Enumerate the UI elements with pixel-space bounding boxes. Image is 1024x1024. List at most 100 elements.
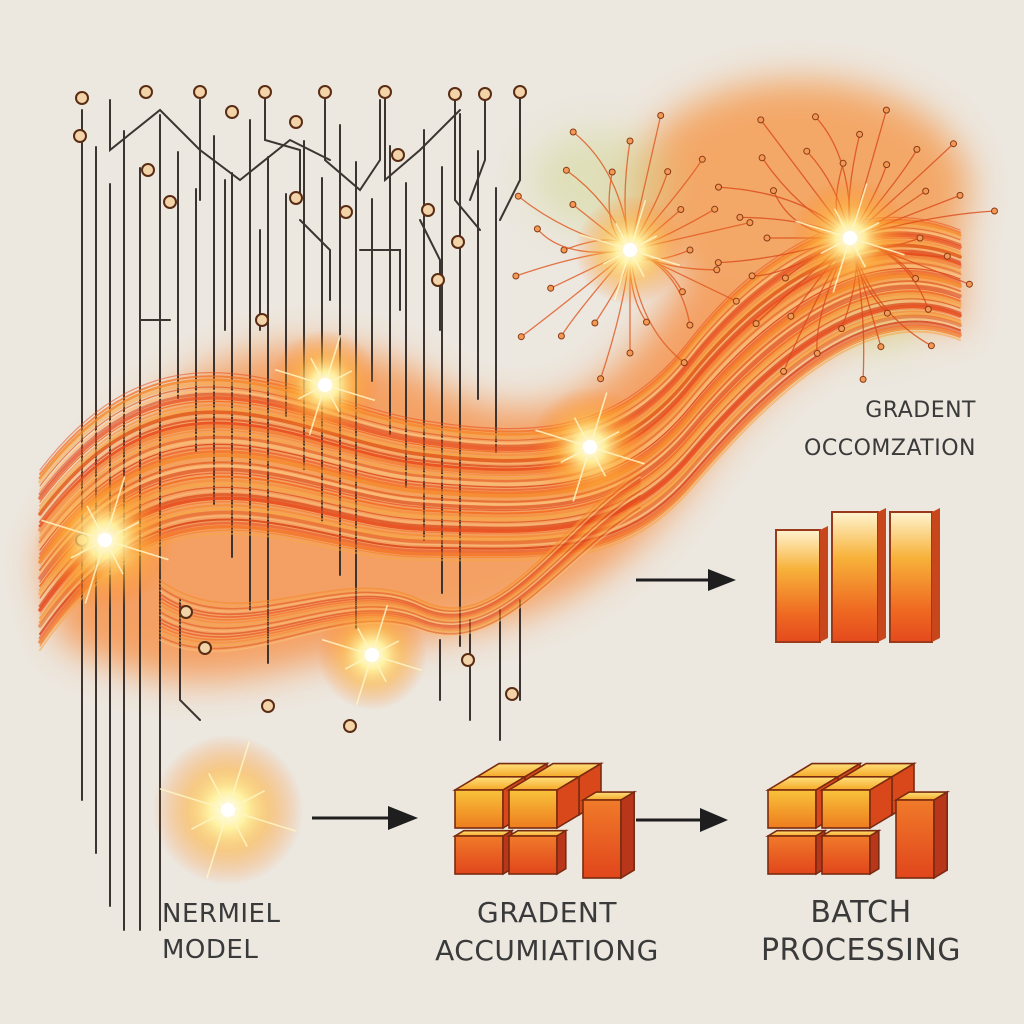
circuit-node (478, 87, 492, 101)
glow-ray (589, 392, 608, 448)
flow-strand (39, 290, 961, 587)
flow-strand-lower (159, 483, 641, 621)
circuit-node (289, 191, 303, 205)
flow-strand-lower (159, 480, 641, 618)
label-batch-processing: BATCH PROCESSING (754, 894, 968, 970)
burst-node (686, 321, 694, 329)
burst-node (608, 168, 616, 176)
flow-strand (39, 278, 961, 567)
flow-strand (38, 304, 962, 612)
cube-front (582, 799, 622, 879)
circuit-branch (419, 219, 441, 331)
glow-ray (159, 788, 229, 811)
burst-node (950, 140, 957, 148)
cube-side (620, 790, 635, 880)
circuit-node (378, 85, 392, 99)
glow-ray (324, 384, 376, 402)
circuit-branch (384, 94, 461, 183)
burst-node (758, 154, 766, 162)
circuit-node (141, 163, 155, 177)
glow-core (318, 378, 332, 392)
label-model-line2: MODEL (162, 935, 259, 965)
circuit-branch (299, 219, 331, 301)
label-gradient-optimization-line2: OCCOMZATION (804, 436, 976, 461)
burst-node (916, 234, 924, 242)
glow-core (98, 533, 112, 547)
glow-ray (371, 654, 423, 672)
burst-node (763, 234, 771, 242)
burst-node (991, 207, 998, 215)
circuit-branch (324, 94, 381, 192)
circuit-branch (454, 94, 481, 231)
flow-strand-lower (159, 478, 641, 616)
burst-node (780, 367, 788, 375)
burst-node (748, 272, 756, 280)
burst-node (664, 168, 672, 176)
glow-ray (104, 539, 169, 561)
burst-node (781, 274, 789, 282)
flow-strand (39, 300, 961, 603)
burst-node (913, 145, 921, 153)
label-model: NERMIEL MODEL (162, 896, 280, 968)
burst-node (698, 155, 706, 163)
glow-sparks (35, 178, 910, 885)
glow-ray (589, 446, 645, 465)
glow-core (365, 648, 379, 662)
burst-node (839, 159, 847, 167)
flow-strand (39, 310, 961, 619)
burst-node (746, 219, 754, 227)
circuit-node (139, 85, 153, 99)
arrow-accumulation-to-batch (636, 808, 728, 832)
burst-node (859, 375, 867, 383)
circuit-node (163, 195, 177, 209)
glow-core (623, 243, 637, 257)
cube-cluster-batch (765, 762, 951, 880)
circuit-branch (199, 99, 331, 182)
flow-strand (39, 318, 961, 631)
burst-node (562, 166, 570, 174)
glow-ray (321, 638, 373, 656)
glow-ray (274, 368, 326, 386)
circuit-branch (499, 94, 521, 221)
burst-node (569, 201, 577, 208)
circuit-node (198, 641, 212, 655)
flow-strand (39, 298, 961, 599)
burst-node (877, 343, 885, 351)
glow-ray (629, 199, 647, 251)
flow-strand-lower (159, 492, 641, 632)
cube-front (508, 835, 558, 875)
cube-side (556, 775, 580, 830)
flow-strand-lower (159, 473, 641, 612)
flow-strand-lower (159, 504, 641, 647)
cube-side (869, 775, 893, 830)
burst-node (787, 312, 795, 320)
label-gradient-optimization: GRADENT OCCOMZATION (720, 392, 976, 468)
circuit-node (421, 203, 435, 217)
flow-strand (38, 294, 962, 596)
flow-strand-lower (159, 499, 641, 641)
flow-strand (39, 320, 961, 635)
flow-strand-lower (159, 471, 641, 611)
burst-node (803, 147, 811, 155)
burst-node (677, 206, 685, 213)
burst-node (752, 320, 760, 328)
circuit-node (431, 273, 445, 287)
circuit-branch (179, 599, 201, 721)
cube-front (821, 835, 871, 875)
flow-strand (39, 308, 961, 615)
flow-strand (38, 312, 962, 624)
burst-node (770, 187, 777, 195)
cube-front (508, 789, 558, 829)
flow-strand (38, 322, 962, 640)
label-model-line1: NERMIEL (162, 899, 281, 929)
label-gradient-optimization-line1: GRADENT (865, 398, 976, 423)
cube-front (767, 789, 817, 829)
glow-core (583, 440, 597, 454)
flow-strand-lower (159, 488, 641, 627)
label-gradient-accumulation: GRADENT ACCUMIATIONG (412, 894, 682, 970)
burst-node (965, 280, 973, 288)
burst-node (591, 319, 599, 327)
cube-front (454, 789, 504, 829)
label-gradient-accumulation-line1: GRADENT (477, 896, 617, 929)
